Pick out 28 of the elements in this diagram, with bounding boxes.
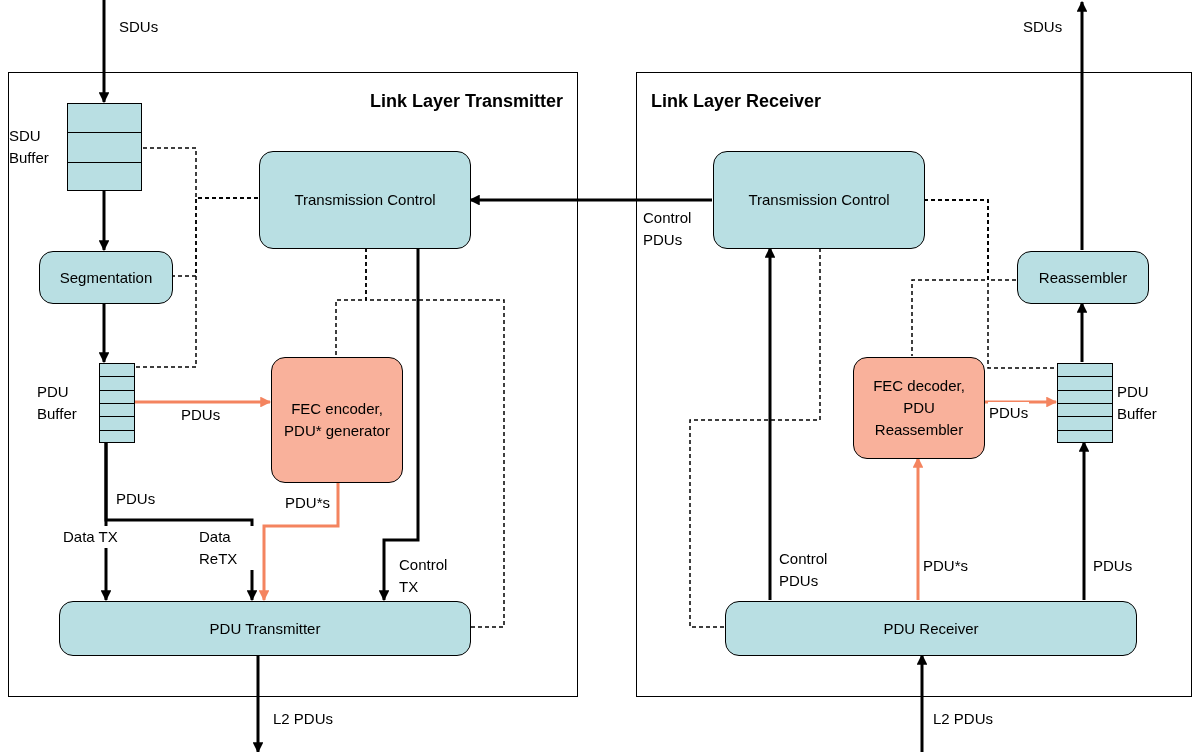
buffer-label: SDU Buffer (9, 126, 50, 168)
codec-box: FEC encoder, PDU* generator (271, 357, 403, 483)
arrow (1076, 0, 1088, 250)
process-box: PDU Transmitter (59, 601, 471, 656)
control-line (923, 199, 1057, 369)
buffer-label: PDU Buffer (37, 382, 78, 424)
layer-frame (8, 72, 578, 697)
layer-frame (636, 72, 1192, 697)
process-box: PDU Receiver (725, 601, 1137, 656)
arrow (252, 655, 264, 752)
process-box: Reassembler (1017, 251, 1149, 304)
arrow (378, 248, 420, 602)
control-line (133, 197, 259, 368)
layer-title: Link Layer Transmitter (369, 91, 563, 112)
arrow (98, 0, 110, 104)
arrow (258, 482, 340, 602)
buffer-label: PDU Buffer (1117, 382, 1158, 424)
process-box: Segmentation (39, 251, 173, 304)
layer-title: Link Layer Receiver (651, 91, 822, 112)
control-line (689, 247, 821, 628)
arrow (98, 190, 110, 252)
arrow (98, 303, 110, 364)
control-line (365, 247, 505, 628)
arrow (134, 396, 272, 408)
process-box: Transmission Control (713, 151, 925, 249)
arrow (984, 396, 1058, 408)
codec-box: FEC decoder, PDU Reassembler (853, 357, 985, 459)
process-box: Transmission Control (259, 151, 471, 249)
